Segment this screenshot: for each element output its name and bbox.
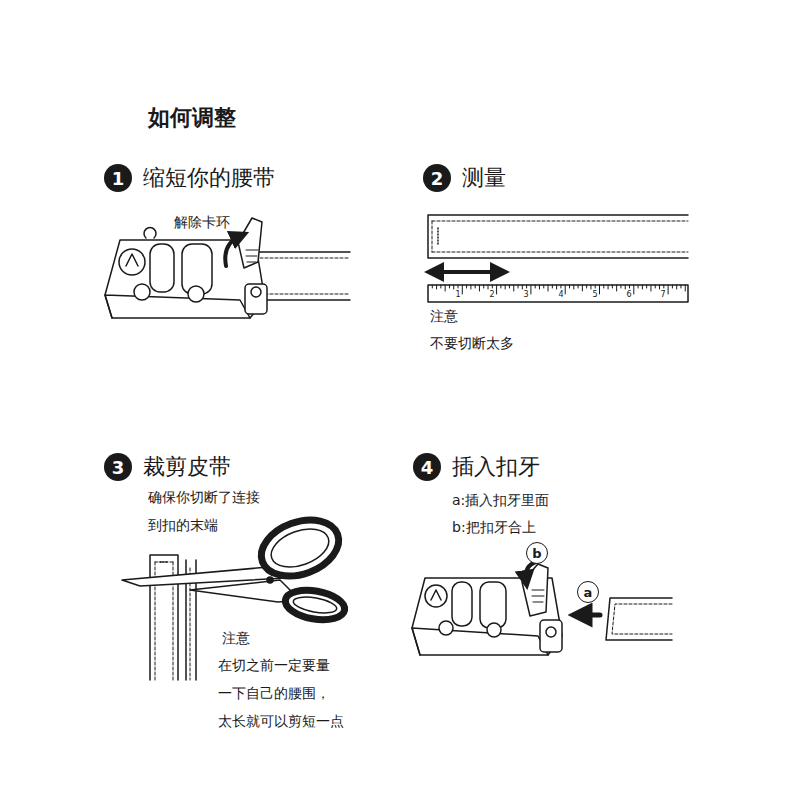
- callout-letter: a: [577, 581, 599, 603]
- buckle-open: [105, 218, 350, 318]
- step-number: 4: [413, 453, 441, 481]
- note-text: 太长就可以剪短一点: [218, 713, 344, 730]
- note-text: 注意: [222, 630, 250, 647]
- step-title: 裁剪皮带: [143, 454, 231, 480]
- node-text: 3: [112, 457, 125, 478]
- step-title: 插入扣牙: [452, 454, 540, 480]
- step-title: 缩短你的腰带: [143, 165, 275, 191]
- note-text: 注意: [430, 308, 458, 325]
- ruler-number: 6: [626, 290, 631, 300]
- node-text: 4: [421, 457, 434, 478]
- note-text: b:把扣牙合上: [452, 519, 536, 536]
- step-title: 测量: [462, 165, 506, 191]
- buckle-insert: [412, 562, 672, 655]
- step-number: 1: [104, 164, 132, 192]
- note-text: 一下自己的腰围，: [218, 685, 330, 702]
- ruler-number: 2: [489, 290, 494, 300]
- node-text: b: [532, 546, 541, 561]
- step-number: 3: [104, 453, 132, 481]
- node-text: 2: [431, 168, 444, 189]
- ruler-number: 3: [523, 290, 528, 300]
- ruler-number: 1: [455, 290, 460, 300]
- belt-strap: [428, 215, 688, 302]
- note-text: 不要切断太多: [430, 335, 514, 352]
- note-text: 确保你切断了连接: [148, 489, 260, 506]
- note-text: 解除卡环: [174, 214, 230, 231]
- ruler-number: 5: [592, 290, 597, 300]
- ruler: [428, 285, 688, 302]
- ruler-number: 4: [558, 290, 563, 300]
- callout-letter: b: [526, 542, 548, 564]
- step-number: 2: [423, 164, 451, 192]
- node-text: 1: [112, 168, 125, 189]
- ruler-number: 7: [660, 290, 665, 300]
- note-text: 在切之前一定要量: [218, 657, 330, 674]
- node-text: a: [584, 585, 593, 600]
- scissors-cut: [122, 510, 347, 680]
- note-text: a:插入扣牙里面: [452, 492, 549, 509]
- note-text: 到扣的末端: [148, 517, 218, 534]
- title: 如何调整: [148, 103, 236, 133]
